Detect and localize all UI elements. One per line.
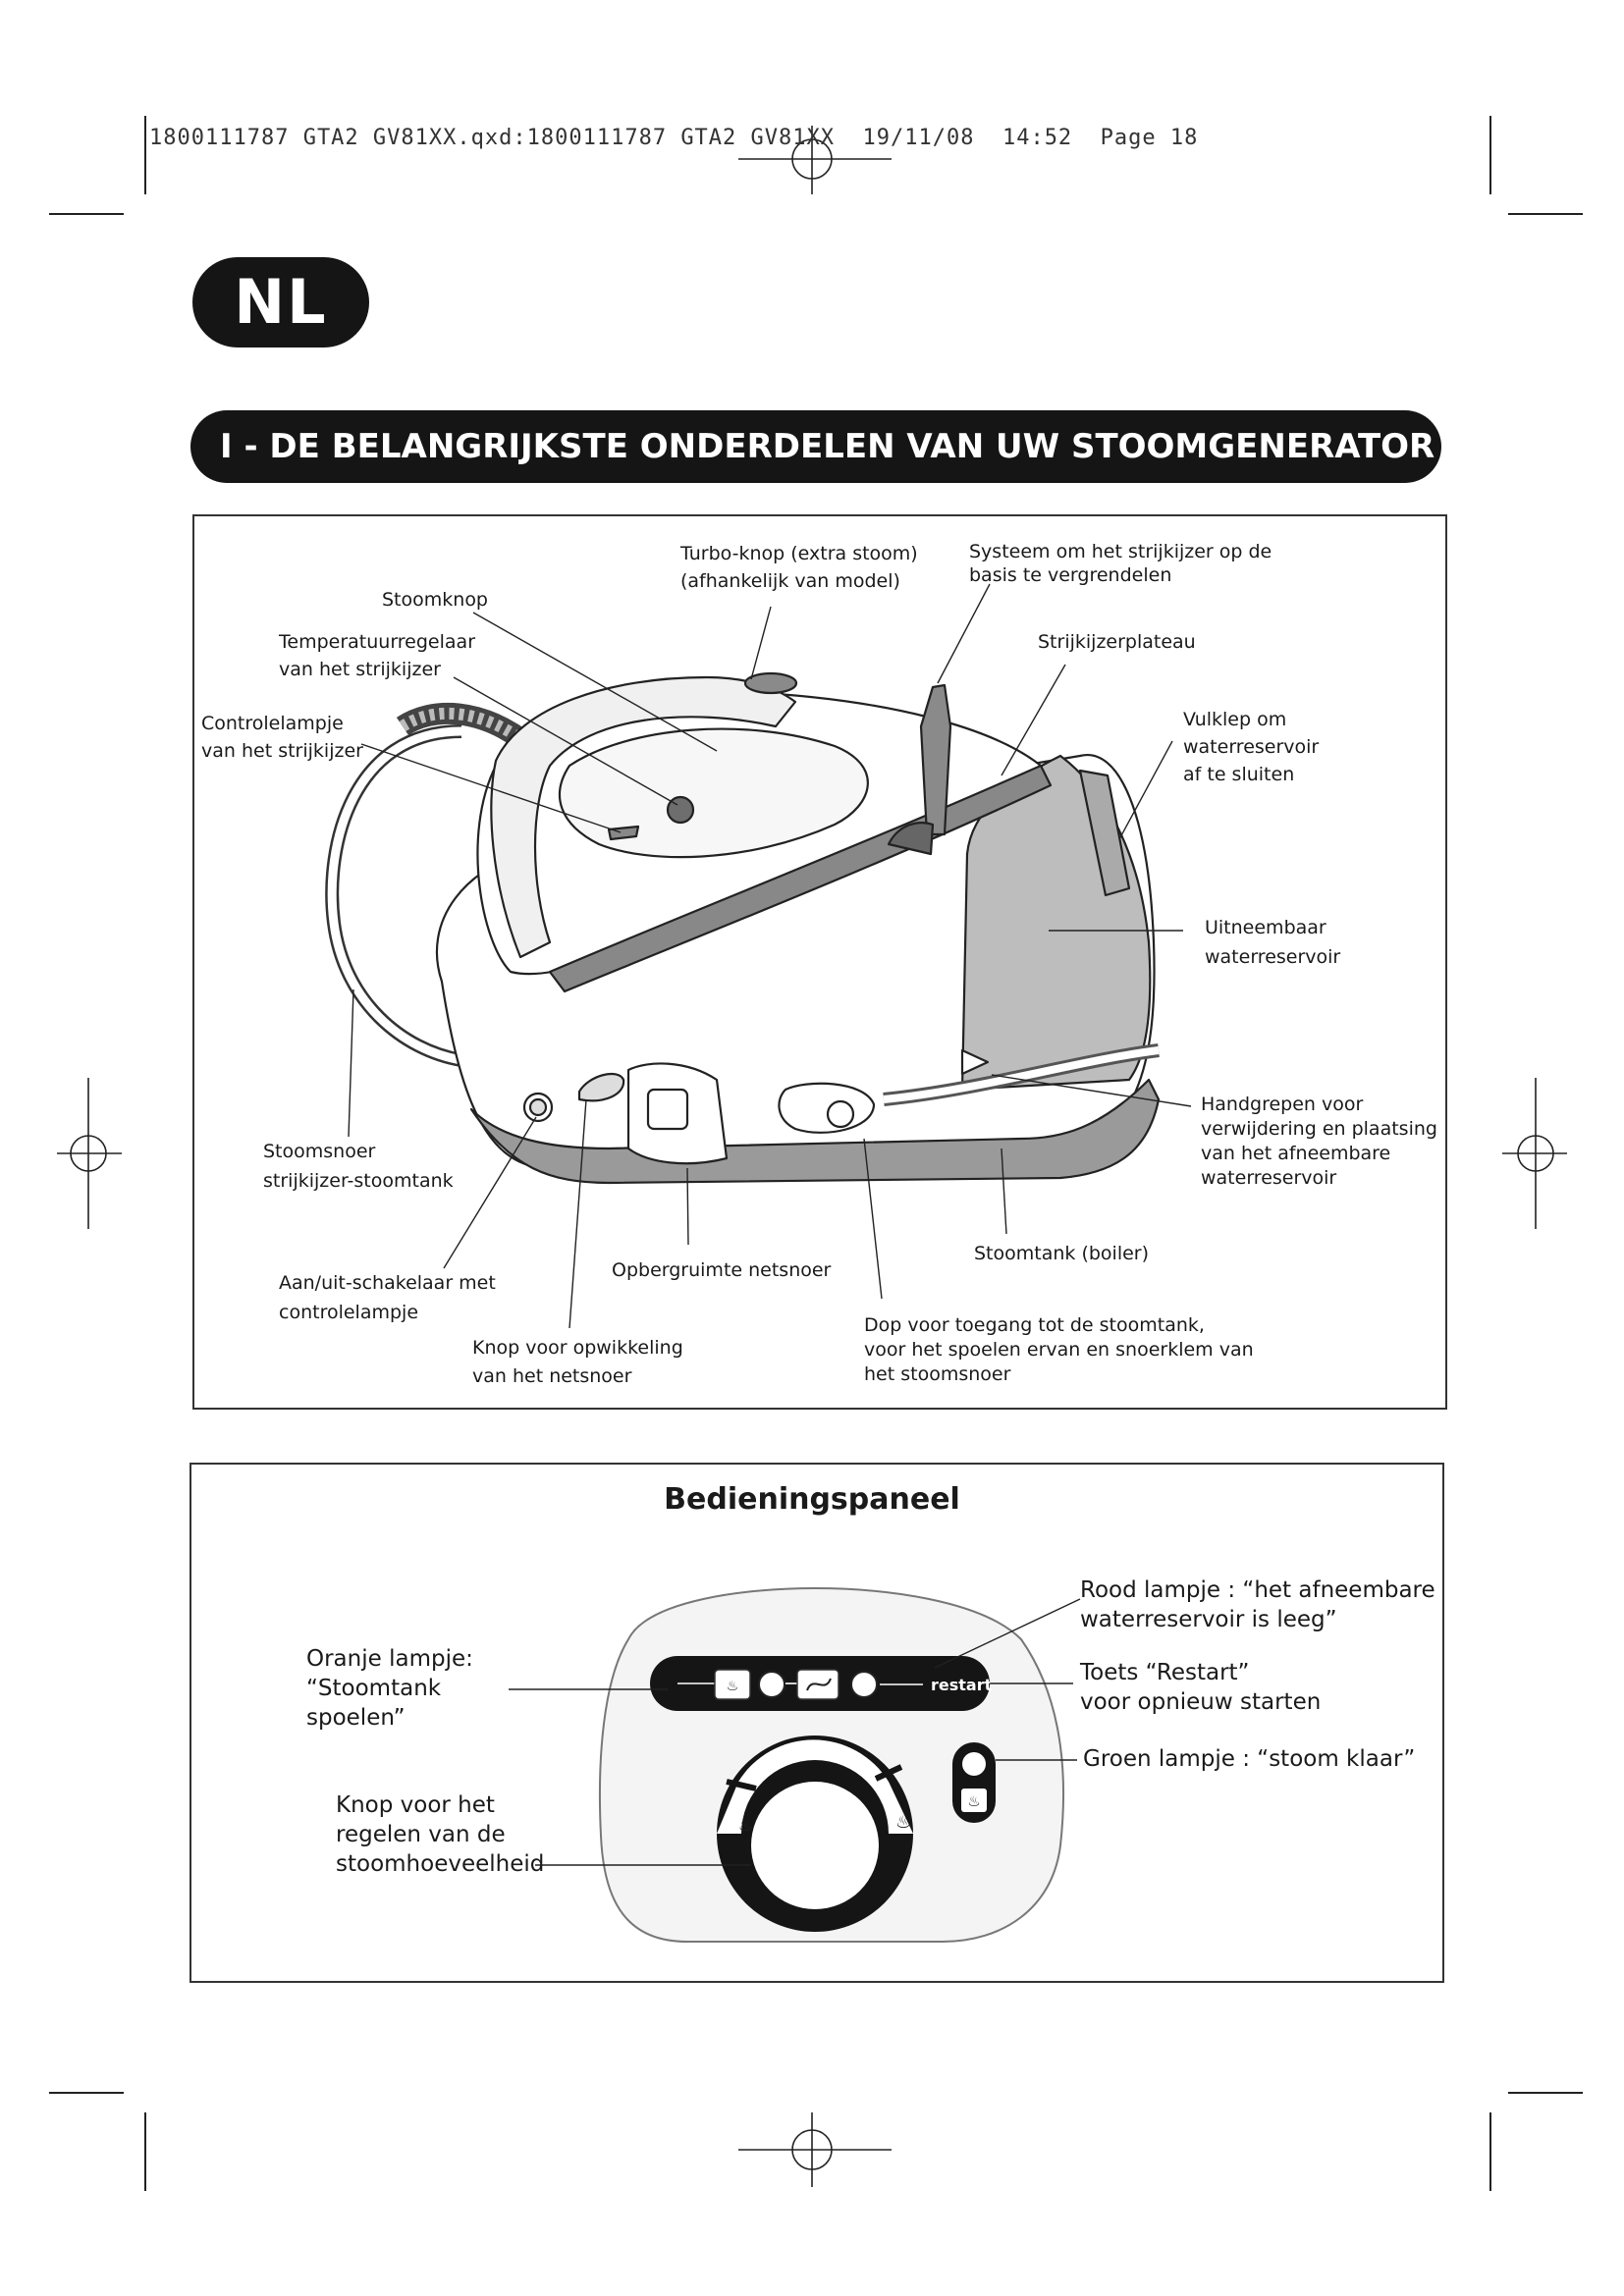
svg-text:♨: ♨ — [738, 1816, 752, 1835]
registration-mark-bottom — [738, 2112, 892, 2187]
label-cord-storage-line1: Opbergruimte netsnoer — [612, 1259, 832, 1281]
iron-top — [558, 727, 869, 859]
label-indicator: Controlelampje van het strijkijzer — [201, 710, 363, 765]
registration-mark-left — [57, 1078, 122, 1229]
label-turbo-line2: (afhankelijk van model) — [680, 570, 900, 592]
label-reservoir: Uitneembaar waterreservoir — [1205, 913, 1340, 972]
label-temperature-line1: Temperatuurregelaar — [279, 631, 476, 653]
label-filler-cap-line3: af te sluiten — [1183, 764, 1295, 785]
label-steam-cord-line1: Stoomsnoer — [263, 1141, 376, 1162]
label-restart: Toets “Restart” voor opnieuw starten — [1080, 1658, 1321, 1717]
label-reservoir-line1: Uitneembaar — [1205, 917, 1326, 938]
orange-lamp-icon — [714, 1669, 751, 1700]
language-badge: NL — [192, 257, 369, 347]
label-orange-lamp-line3: spoelen” — [306, 1705, 406, 1731]
red-lamp — [850, 1671, 878, 1698]
svg-text:♨: ♨ — [727, 1679, 739, 1694]
turbo-button — [743, 671, 798, 695]
label-cord-winder-line2: van het netsnoer — [472, 1365, 632, 1387]
label-temperature: Temperatuurregelaar van het strijkijzer — [279, 628, 475, 683]
label-boiler: Stoomtank (boiler) — [974, 1240, 1149, 1267]
label-steam-knob-line3: stoomhoeveelheid — [336, 1851, 545, 1877]
label-steam-cord-line2: strijkijzer-stoomtank — [263, 1170, 454, 1192]
label-steam-button: Stoomknop — [382, 586, 488, 614]
label-cap-line3: het stoomsnoer — [864, 1363, 1011, 1385]
label-steam-cord: Stoomsnoer strijkijzer-stoomtank — [263, 1137, 454, 1196]
label-red-lamp-line1: Rood lampje : “het afneembare — [1080, 1577, 1435, 1603]
label-soleplate: Strijkijzerplateau — [1038, 628, 1196, 656]
label-lock-line1: Systeem om het strijkijzer op de — [969, 541, 1272, 562]
steam-knob — [751, 1782, 879, 1909]
restart-button-label: restart — [931, 1676, 993, 1694]
label-indicator-line1: Controlelampje — [201, 713, 344, 734]
label-cap-line2: voor het spoelen ervan en snoerklem van — [864, 1339, 1254, 1361]
iron-handle — [490, 675, 797, 959]
label-red-lamp-line2: waterreservoir is leeg” — [1080, 1607, 1337, 1632]
label-handles-line3: van het afneembare — [1201, 1143, 1391, 1164]
label-handles-line2: verwijdering en plaatsing — [1201, 1118, 1437, 1140]
label-handles: Handgrepen voor verwijdering en plaatsin… — [1201, 1093, 1437, 1191]
diagram-frame — [192, 514, 1447, 1410]
registration-mark-top — [738, 126, 892, 194]
label-red-lamp: Rood lampje : “het afneembare waterreser… — [1080, 1575, 1435, 1634]
iron-indicator-light — [607, 825, 640, 841]
label-green-lamp-line1: Groen lampje : “stoom klaar” — [1083, 1746, 1416, 1772]
label-reservoir-line2: waterreservoir — [1205, 946, 1341, 968]
section-title-bar — [190, 410, 1441, 483]
control-panel-title: Bedieningspaneel — [664, 1482, 960, 1517]
orange-lamp — [758, 1671, 785, 1698]
label-lock-line2: basis te vergrendelen — [969, 564, 1172, 586]
leader-lines — [348, 583, 1192, 1329]
label-handles-line4: waterreservoir — [1201, 1167, 1337, 1189]
label-orange-lamp-line2: “Stoomtank — [306, 1676, 442, 1701]
label-restart-line2: voor opnieuw starten — [1080, 1689, 1322, 1715]
svg-text:♨: ♨ — [967, 1792, 980, 1810]
reservoir-arrow-icon — [960, 1048, 990, 1076]
label-filler-cap: Vulklep om waterreservoir af te sluiten — [1183, 706, 1319, 788]
control-panel-frame — [189, 1463, 1444, 1983]
steam-knob-scale — [717, 1739, 913, 1834]
label-green-lamp: Groen lampje : “stoom klaar” — [1083, 1744, 1415, 1774]
label-filler-cap-line2: waterreservoir — [1183, 736, 1320, 758]
filler-cap — [1078, 769, 1131, 897]
label-onoff: Aan/uit-schakelaar met controlelampje — [279, 1268, 496, 1327]
label-turbo: Turbo-knop (extra stoom) (afhankelijk va… — [680, 540, 918, 595]
label-filler-cap-line1: Vulklep om — [1183, 709, 1287, 730]
label-boiler-line1: Stoomtank (boiler) — [974, 1243, 1150, 1264]
label-restart-line1: Toets “Restart” — [1080, 1660, 1250, 1685]
label-steam-knob-line2: regelen van de — [336, 1822, 506, 1847]
label-orange-lamp: Oranje lampje: “Stoomtank spoelen” — [306, 1644, 473, 1733]
green-lamp — [962, 1752, 986, 1776]
label-boiler-cap: Dop voor toegang tot de stoomtank, voor … — [864, 1313, 1254, 1387]
label-cap-line1: Dop voor toegang tot de stoomtank, — [864, 1314, 1205, 1336]
registration-mark-right — [1502, 1078, 1567, 1229]
label-turbo-line1: Turbo-knop (extra stoom) — [680, 543, 918, 564]
svg-text:♨: ♨ — [895, 1812, 911, 1833]
label-cord-winder-line1: Knop voor opwikkeling — [472, 1337, 683, 1359]
label-lock-system: Systeem om het strijkijzer op de basis t… — [969, 540, 1272, 587]
label-cord-winder: Knop voor opwikkeling van het netsnoer — [472, 1334, 683, 1391]
label-handles-line1: Handgrepen voor — [1201, 1094, 1364, 1115]
cord-winder-knob — [577, 1072, 625, 1102]
label-onoff-line2: controlelampje — [279, 1302, 419, 1323]
label-onoff-line1: Aan/uit-schakelaar met — [279, 1272, 496, 1294]
label-indicator-line2: van het strijkijzer — [201, 740, 363, 762]
label-steam-knob: Knop voor het regelen van de stoomhoevee… — [336, 1790, 544, 1879]
lock-lever — [919, 683, 952, 836]
label-cord-storage: Opbergruimte netsnoer — [612, 1256, 831, 1284]
print-slug: 1800111787 GTA2 GV81XX.qxd:1800111787 GT… — [149, 126, 1199, 150]
label-steam-knob-line1: Knop voor het — [336, 1792, 495, 1818]
label-steam-button-line1: Stoomknop — [382, 589, 488, 611]
label-orange-lamp-line1: Oranje lampje: — [306, 1646, 473, 1672]
label-soleplate-line1: Strijkijzerplateau — [1038, 631, 1196, 653]
section-title: I - DE BELANGRIJKSTE ONDERDELEN VAN UW S… — [220, 427, 1435, 466]
label-temperature-line2: van het strijkijzer — [279, 659, 441, 680]
